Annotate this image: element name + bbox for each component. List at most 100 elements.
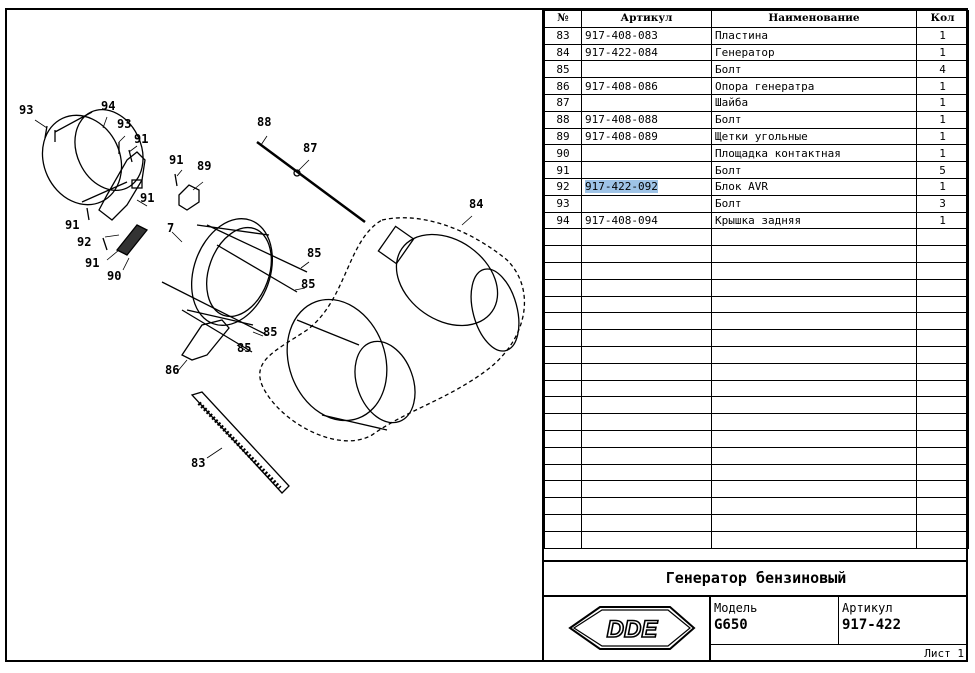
callout-85: 85 (237, 341, 251, 355)
row-number (544, 446, 582, 465)
row-name (711, 429, 917, 448)
row-number-text: 84 (556, 45, 570, 59)
callout-91: 91 (140, 191, 154, 205)
callout-85: 85 (263, 325, 277, 339)
row-qty (916, 228, 969, 247)
row-number: 88 (544, 110, 582, 129)
row-article (581, 144, 712, 163)
callout-88: 88 (257, 115, 271, 129)
empty-table-row (544, 463, 969, 482)
row-name (711, 497, 917, 515)
row-article: 917-408-083 (581, 26, 712, 45)
row-number-text: 93 (556, 197, 570, 211)
row-article (581, 497, 712, 515)
row-qty-text: 1 (939, 213, 946, 227)
row-number (544, 329, 582, 347)
row-name-text: Пластина (715, 29, 768, 43)
row-article (581, 446, 712, 465)
row-number (544, 396, 582, 415)
row-qty-text: 1 (939, 45, 946, 59)
row-number (544, 480, 582, 499)
callout-85: 85 (307, 246, 321, 260)
row-qty: 1 (916, 127, 969, 146)
row-name (711, 513, 917, 532)
row-number: 90 (544, 144, 582, 163)
row-name: Болт (711, 110, 917, 129)
row-name (711, 245, 917, 263)
callout-7: 7 (167, 221, 174, 235)
callout-89: 89 (197, 159, 211, 173)
row-article (581, 60, 712, 79)
row-qty (916, 245, 969, 263)
row-qty (916, 345, 969, 364)
row-name (711, 295, 917, 314)
article-label: Артикул (842, 601, 893, 615)
empty-table-row (544, 480, 969, 499)
carbon-brush-part (178, 184, 200, 211)
row-article (581, 295, 712, 314)
brand-logo: DDE (544, 597, 711, 662)
row-qty (916, 446, 969, 465)
empty-table-row (544, 245, 969, 263)
empty-table-row (544, 497, 969, 515)
row-qty: 1 (916, 77, 969, 95)
row-number-text: 92 (556, 180, 570, 194)
header-name: Наименование (711, 10, 917, 28)
callout-91: 91 (169, 153, 183, 167)
title-block: Генератор бензиновый DDE Модель G650 Арт… (544, 560, 968, 662)
row-qty: 1 (916, 43, 969, 62)
callout-84: 84 (469, 197, 483, 211)
shaft-bolt-part (256, 140, 366, 224)
row-number: 93 (544, 194, 582, 213)
row-qty (916, 463, 969, 482)
empty-table-row (544, 228, 969, 247)
row-name: Болт (711, 194, 917, 213)
row-article-text: 917-408-088 (585, 113, 658, 127)
row-qty (916, 513, 969, 532)
row-number (544, 530, 582, 549)
row-qty: 1 (916, 93, 969, 112)
exploded-view-svg: 93 94 93 91 91 89 91 91 92 91 90 7 88 87… (19, 99, 526, 494)
row-qty (916, 429, 969, 448)
row-name (711, 446, 917, 465)
contact-plate-part (115, 224, 149, 256)
row-name (711, 312, 917, 331)
model-value: G650 (714, 617, 748, 633)
callout-93: 93 (117, 117, 131, 131)
row-number: 91 (544, 161, 582, 179)
row-article (581, 278, 712, 297)
row-number-text: 85 (556, 62, 570, 76)
row-number-text: 89 (556, 129, 570, 143)
row-qty (916, 295, 969, 314)
row-article (581, 194, 712, 213)
row-name: Пластина (711, 26, 917, 45)
model-label: Модель (714, 601, 758, 615)
row-article (581, 228, 712, 247)
row-name (711, 530, 917, 549)
row-name-text: Шайба (715, 96, 749, 110)
row-article (581, 362, 712, 381)
row-number-text: 90 (556, 146, 570, 160)
empty-table-row (544, 278, 969, 297)
empty-table-row (544, 312, 969, 331)
generator-support-part (181, 319, 230, 361)
article-cell: Артикул 917-422 (839, 597, 968, 645)
generator-part (259, 217, 526, 442)
empty-table-row (544, 446, 969, 465)
callout-92: 92 (77, 235, 91, 249)
row-name: Площадка контактная (711, 144, 917, 163)
leader-lines (34, 116, 473, 459)
row-article (581, 161, 712, 179)
row-qty (916, 312, 969, 331)
parts-table-header: № Артикул Наименование Кол (544, 10, 969, 28)
row-name: Крышка задняя (711, 211, 917, 230)
row-article-text: 917-422-084 (585, 45, 658, 59)
empty-table-row (544, 396, 969, 415)
row-name: Щетки угольные (711, 127, 917, 146)
row-article-text: 917-408-089 (585, 129, 658, 143)
